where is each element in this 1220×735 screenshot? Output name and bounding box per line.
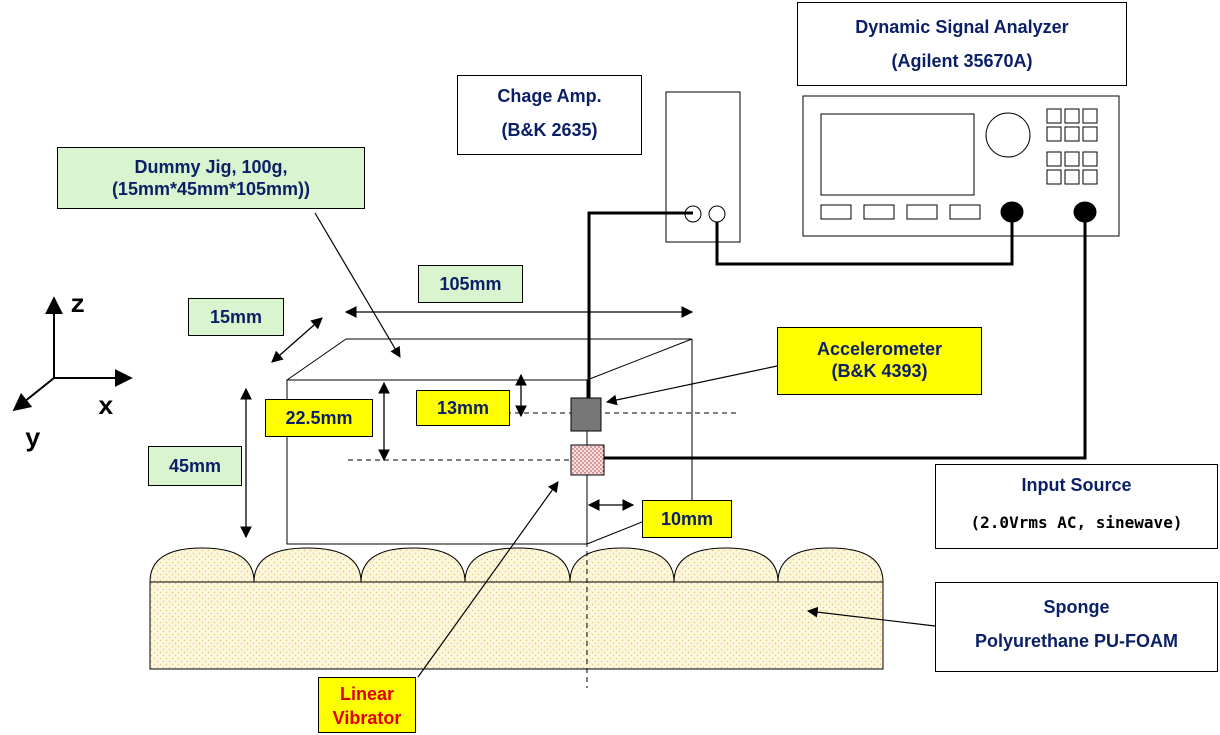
accelerometer-label-line1: Accelerometer xyxy=(816,339,943,359)
input-source-label-line2: (2.0Vrms AC, sinewave) xyxy=(970,513,1183,532)
accelerometer-sensor xyxy=(570,397,602,432)
sponge-label-line1: Sponge xyxy=(1043,597,1110,617)
accelerometer-label: Accelerometer (B&K 4393) xyxy=(777,327,982,395)
input-source-label: Input Source (2.0Vrms AC, sinewave) xyxy=(935,464,1218,549)
dimension-105mm: 105mm xyxy=(418,265,523,303)
dummy-jig-box xyxy=(286,338,693,545)
signal-analyzer xyxy=(802,95,1120,237)
analyzer-label-line1: Dynamic Signal Analyzer xyxy=(855,17,1069,37)
analyzer-label: Dynamic Signal Analyzer (Agilent 35670A) xyxy=(797,2,1127,86)
linear-vibrator-marker xyxy=(570,444,605,476)
dimension-10mm: 10mm xyxy=(642,500,732,538)
y-axis-label: y xyxy=(25,424,41,454)
dummy-jig-label-line2: (15mm*45mm*105mm)) xyxy=(111,179,311,199)
linear-vibrator-label-line2: Vibrator xyxy=(332,708,402,728)
sponge-label-line2: Polyurethane PU-FOAM xyxy=(974,631,1179,651)
analyzer-label-line2: (Agilent 35670A) xyxy=(891,51,1033,71)
z-axis-label: z xyxy=(70,290,86,320)
charge-amplifier xyxy=(665,91,741,243)
charge-amp-label-line1: Chage Amp. xyxy=(497,86,602,106)
charge-amp-label-line2: (B&K 2635) xyxy=(501,120,598,140)
x-axis-label: x xyxy=(98,392,114,422)
charge-amp-label: Chage Amp. (B&K 2635) xyxy=(457,75,642,155)
linear-vibrator-label-line1: Linear xyxy=(339,684,395,704)
dimension-15mm: 15mm xyxy=(188,298,284,336)
linear-vibrator-label: Linear Vibrator xyxy=(318,677,416,733)
dimension-45mm: 45mm xyxy=(148,446,242,486)
accelerometer-label-line2: (B&K 4393) xyxy=(831,361,928,381)
dimension-arrows xyxy=(240,306,694,539)
dummy-jig-label-line1: Dummy Jig, 100g, xyxy=(134,157,288,177)
dummy-jig-label: Dummy Jig, 100g, (15mm*45mm*105mm)) xyxy=(57,147,365,209)
sponge xyxy=(149,547,884,670)
dimension-22-5mm: 22.5mm xyxy=(265,399,373,437)
input-source-label-line1: Input Source xyxy=(1021,475,1132,495)
signal-cables xyxy=(587,211,1087,460)
dimension-13mm: 13mm xyxy=(416,390,510,426)
sponge-label: Sponge Polyurethane PU-FOAM xyxy=(935,582,1218,672)
coordinate-axes xyxy=(12,296,133,412)
leader-arrows xyxy=(314,212,936,678)
